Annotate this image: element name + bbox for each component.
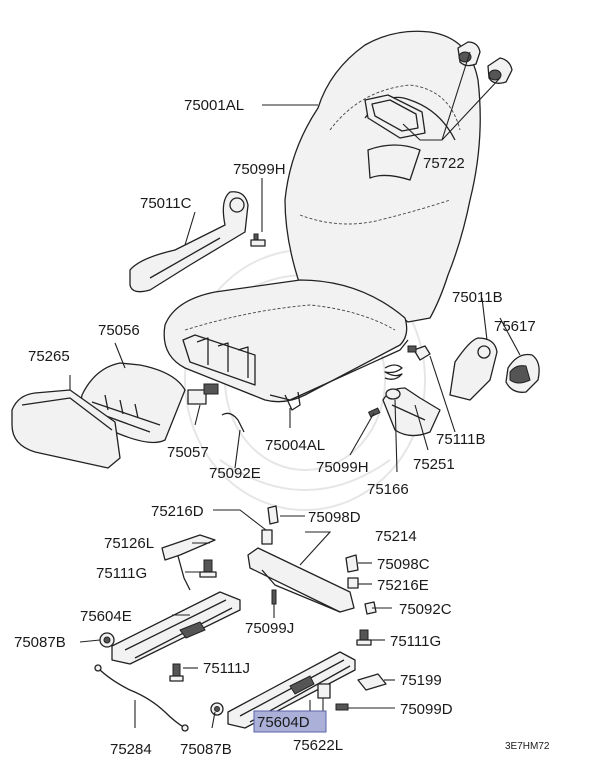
seat-back-75001AL[interactable] (284, 30, 481, 323)
part-75722[interactable] (457, 41, 513, 84)
label-75099H-mid[interactable]: 75099H (316, 459, 369, 476)
label-75004AL[interactable]: 75004AL (265, 437, 325, 454)
label-75092E[interactable]: 75092E (209, 465, 261, 482)
part-75126L[interactable] (161, 534, 216, 591)
label-75111G-left[interactable]: 75111G (96, 565, 147, 582)
part-75604E[interactable] (111, 591, 241, 665)
label-75087B-bottom[interactable]: 75087B (180, 741, 232, 758)
part-75216D[interactable] (261, 529, 273, 545)
label-75199[interactable]: 75199 (400, 672, 442, 689)
leader-lines (69, 51, 521, 732)
label-75722[interactable]: 75722 (423, 155, 465, 172)
label-75056[interactable]: 75056 (98, 322, 140, 339)
part-75098C[interactable] (345, 554, 359, 573)
nut-75087B-bottom[interactable] (210, 702, 224, 716)
part-75617[interactable] (505, 353, 540, 393)
part-75284[interactable] (94, 664, 189, 732)
label-75092C[interactable]: 75092C (399, 601, 452, 618)
part-75092C[interactable] (364, 601, 377, 615)
part-75265[interactable] (11, 389, 121, 469)
bolt-75111J[interactable] (169, 663, 184, 682)
label-75098C[interactable]: 75098C (377, 556, 430, 573)
part-75092E[interactable] (221, 412, 245, 433)
bolt-75111G-right[interactable] (356, 629, 372, 646)
label-75622L[interactable]: 75622L (293, 737, 343, 754)
part-75098D[interactable] (267, 505, 279, 525)
label-75604E[interactable]: 75604E (80, 608, 132, 625)
label-75604D[interactable]: 75604D (257, 714, 310, 731)
bolt-75111G-left[interactable] (199, 559, 217, 578)
seat-cushion-75004AL[interactable] (163, 279, 409, 411)
part-75199[interactable] (357, 673, 387, 691)
label-75011B[interactable]: 75011B (452, 289, 503, 306)
part-75622L[interactable] (317, 683, 331, 699)
label-75111B[interactable]: 75111B (436, 431, 486, 448)
label-75216E[interactable]: 75216E (377, 577, 429, 594)
screw-75099J[interactable] (271, 589, 277, 605)
label-75011C[interactable]: 75011C (140, 195, 192, 212)
label-75251[interactable]: 75251 (413, 456, 455, 473)
label-75617[interactable]: 75617 (494, 318, 536, 335)
nut-75087B-left[interactable] (99, 632, 115, 648)
bolt-75111B[interactable] (407, 345, 431, 361)
label-75098D[interactable]: 75098D (308, 509, 361, 526)
label-75001AL[interactable]: 75001AL (184, 97, 244, 114)
label-75111G-right[interactable]: 75111G (390, 633, 441, 650)
label-75214[interactable]: 75214 (375, 528, 417, 545)
part-75214[interactable] (247, 547, 355, 613)
label-75099H-top[interactable]: 75099H (233, 161, 286, 178)
part-75011B[interactable] (449, 337, 498, 401)
label-75057[interactable]: 75057 (167, 444, 209, 461)
label-75126L[interactable]: 75126L (104, 535, 154, 552)
screw-75099H-mid[interactable] (367, 407, 381, 418)
part-75604D[interactable] (227, 651, 356, 729)
label-75265[interactable]: 75265 (28, 348, 70, 365)
figure-code: 3E7HM72 (505, 741, 550, 752)
label-75166[interactable]: 75166 (367, 481, 409, 498)
highlight-75604D (253, 710, 327, 733)
part-75166[interactable] (384, 364, 403, 400)
part-75011C[interactable] (129, 191, 249, 293)
label-75216D[interactable]: 75216D (151, 503, 204, 520)
part-labels: 75001AL 75722 75099H 75011C 75011B 75617… (14, 97, 550, 758)
label-75111J[interactable]: 75111J (203, 660, 250, 677)
screw-75099H-top[interactable] (250, 233, 266, 247)
label-75087B-left[interactable]: 75087B (14, 634, 66, 651)
label-75284[interactable]: 75284 (110, 741, 152, 758)
part-75057[interactable] (187, 383, 219, 405)
screw-75099D[interactable] (335, 703, 349, 711)
label-75099J[interactable]: 75099J (245, 620, 294, 637)
label-75099D[interactable]: 75099D (400, 701, 453, 718)
part-75216E[interactable] (347, 577, 359, 589)
